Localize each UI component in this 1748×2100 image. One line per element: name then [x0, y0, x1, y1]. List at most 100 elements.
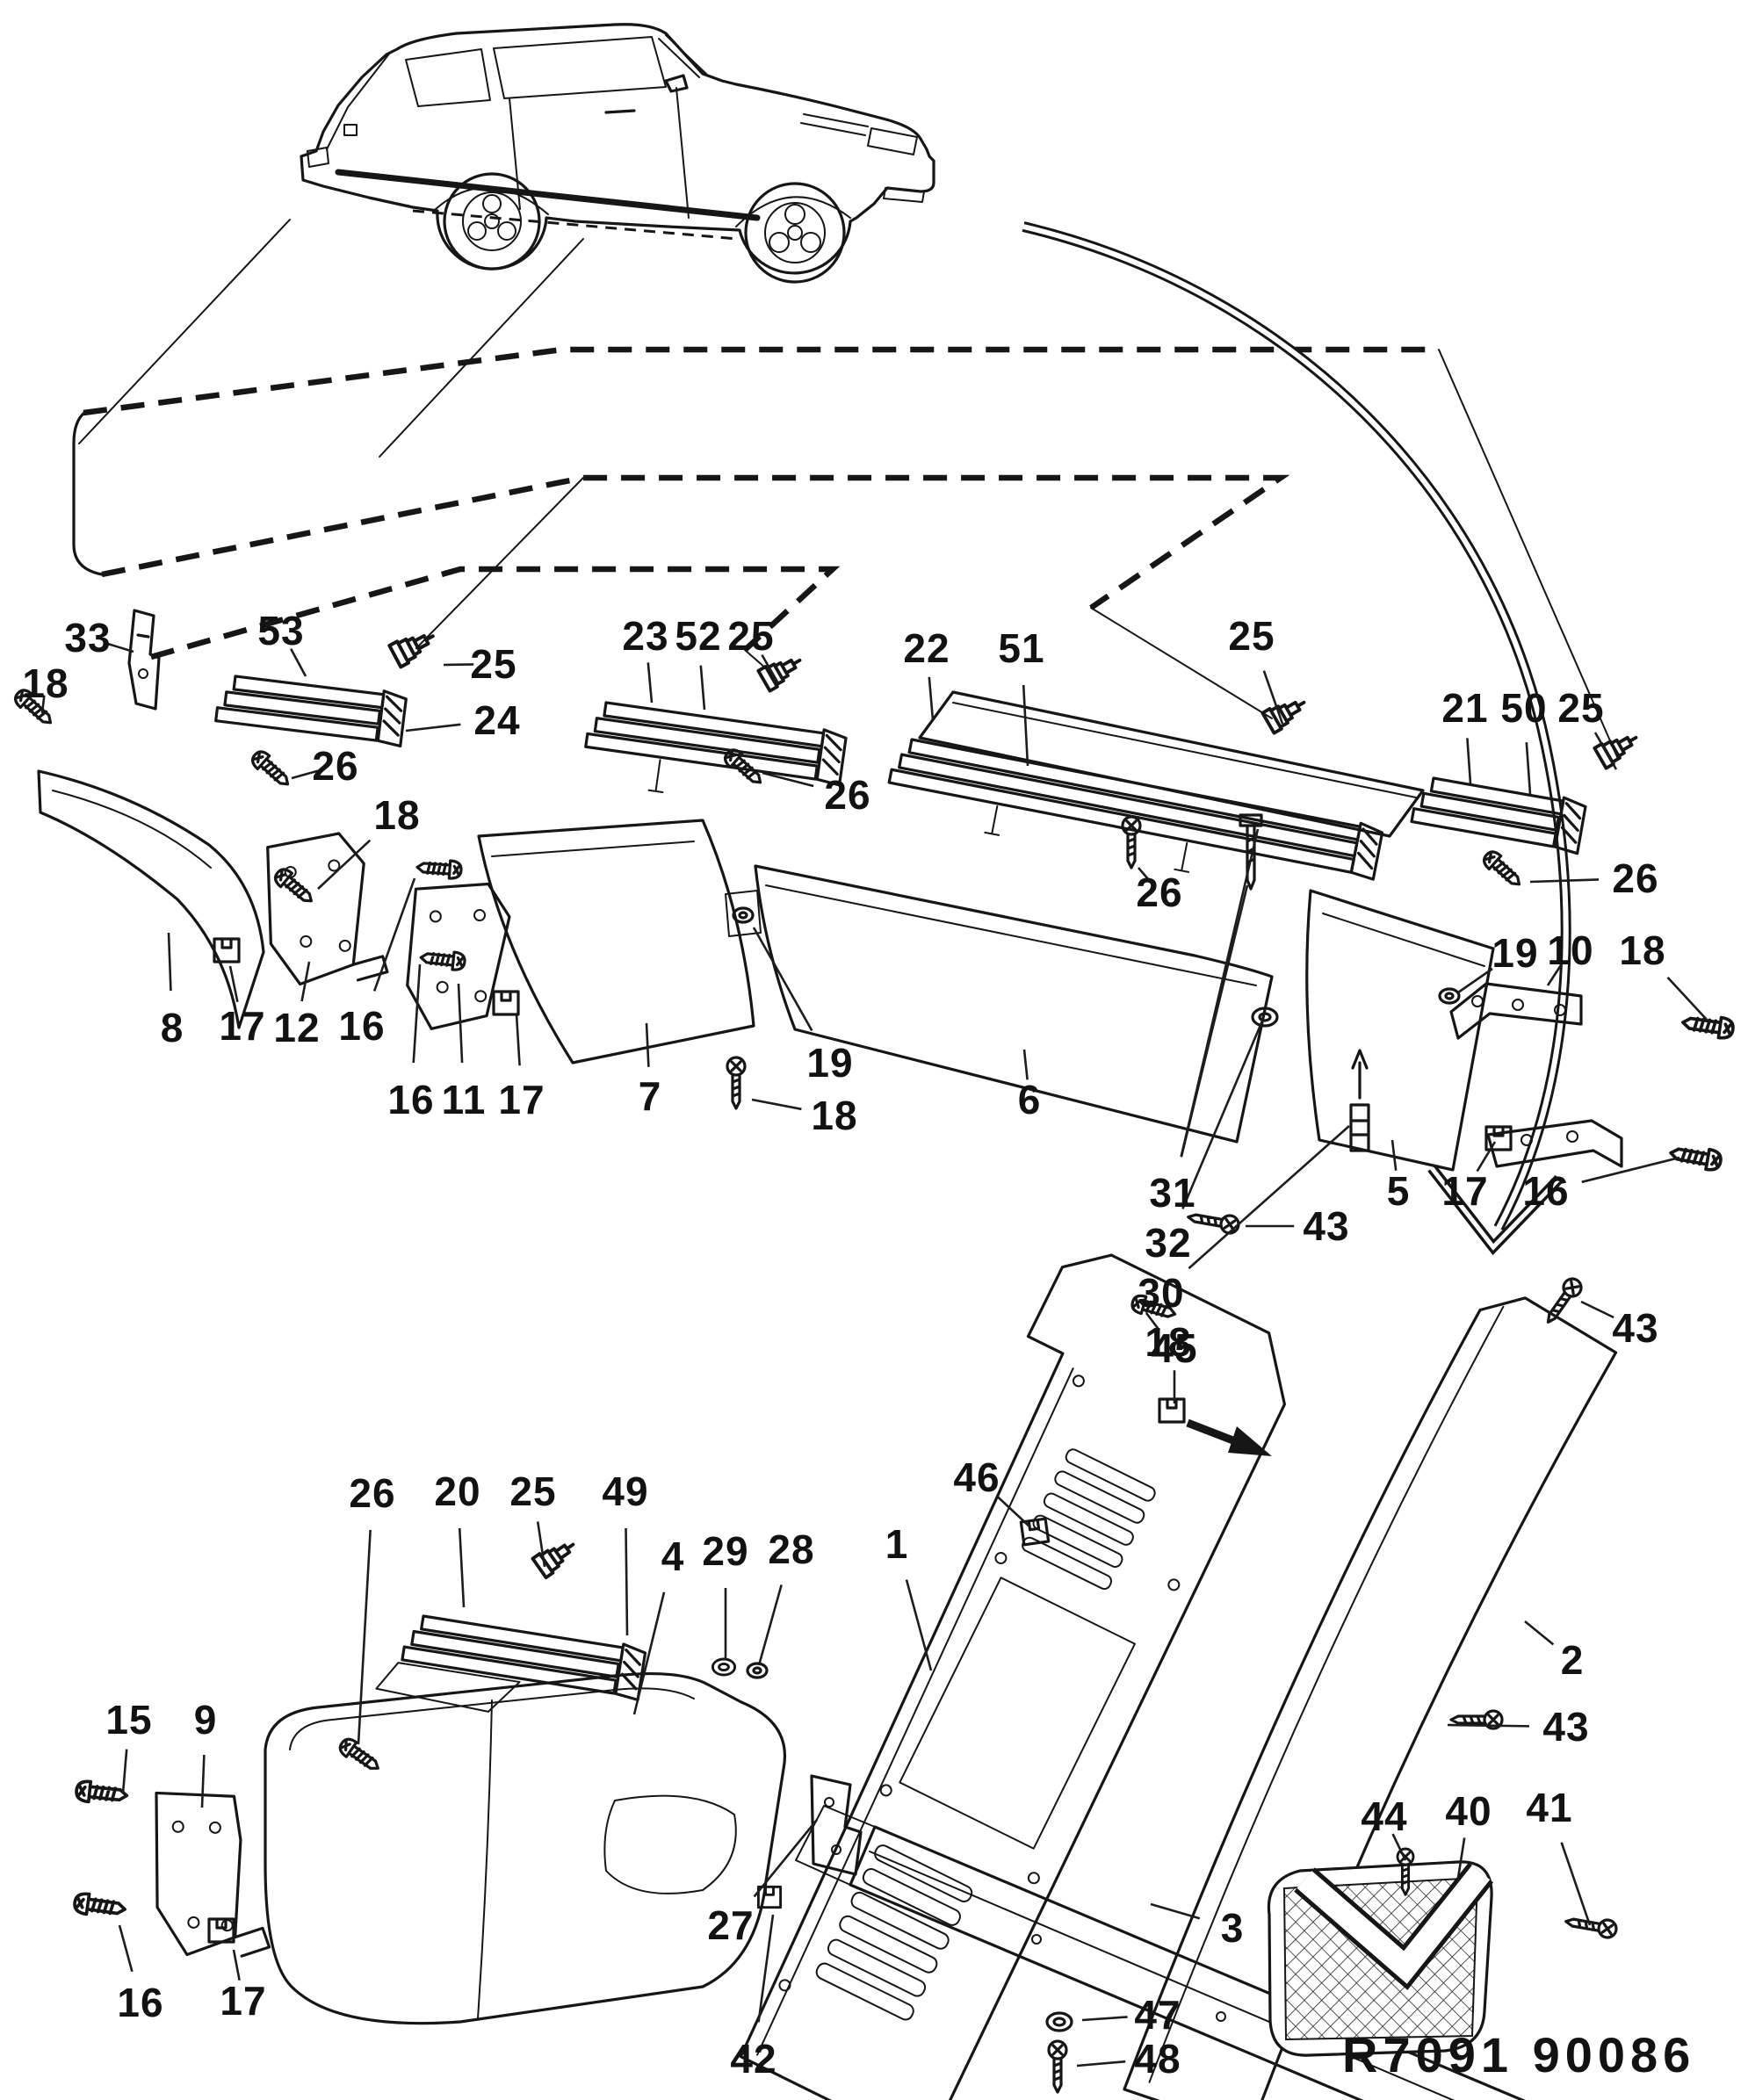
part-callout-53: 53	[257, 608, 305, 653]
part-callout-18: 18	[373, 792, 421, 838]
part-callout-45: 45	[1151, 1325, 1198, 1371]
mounting-plate-11	[406, 882, 511, 1030]
part-callout-7: 7	[638, 1073, 662, 1119]
leader-line	[515, 1014, 521, 1066]
part-callout-9: 9	[193, 1697, 218, 1743]
leader-line	[372, 877, 416, 992]
leader-line	[752, 927, 813, 1032]
leader-line	[1022, 1049, 1029, 1080]
leader-line	[762, 771, 814, 788]
leader-line	[646, 662, 654, 704]
leader-line	[1145, 1312, 1161, 1331]
part-callout-18: 18	[1145, 1319, 1192, 1365]
leader-line	[300, 961, 311, 1002]
leader-line	[1150, 1902, 1201, 1920]
clip-33	[127, 609, 161, 711]
part-callout-20: 20	[434, 1469, 481, 1514]
leader-line	[232, 1949, 241, 1981]
leader-line	[699, 665, 706, 711]
part-callout-25: 25	[1557, 685, 1605, 731]
spoiler-inner-panel-1	[739, 1253, 1287, 2100]
part-callout-16: 16	[117, 1980, 164, 2025]
leader-line	[1666, 976, 1708, 1021]
part-callout-43: 43	[1303, 1203, 1350, 1249]
leader-line	[118, 1924, 134, 1973]
part-callout-18: 18	[811, 1093, 858, 1138]
protective-strip-51	[918, 690, 1425, 838]
leader-line	[1081, 2016, 1128, 2022]
mounting-plate-9	[155, 1791, 271, 1958]
leader-line	[1560, 1842, 1592, 1926]
leader-line	[317, 839, 372, 890]
part-callout-30: 30	[1138, 1270, 1185, 1316]
part-callout-41: 41	[1526, 1785, 1573, 1830]
leader-line	[290, 648, 307, 677]
bolt-31-icon	[1239, 813, 1263, 891]
part-callout-25: 25	[727, 613, 775, 659]
leader-line	[1390, 1139, 1398, 1171]
leader-line	[1593, 732, 1618, 770]
part-callout-12: 12	[273, 1005, 321, 1050]
leader-line	[1529, 878, 1600, 884]
part-callout-33: 33	[64, 615, 112, 660]
leader-line	[167, 932, 172, 992]
part-callout-16: 16	[338, 1003, 386, 1049]
leader-line	[997, 1496, 1030, 1527]
leader-line	[905, 1579, 933, 1671]
leader-line	[751, 1098, 802, 1111]
part-callout-44: 44	[1361, 1793, 1408, 1839]
part-callout-21: 21	[1441, 685, 1489, 731]
part-callout-49: 49	[602, 1469, 649, 1514]
part-callout-25: 25	[470, 641, 517, 687]
part-callout-25: 25	[509, 1469, 557, 1514]
leader-line	[357, 1529, 372, 1745]
part-callout-17: 17	[220, 1978, 267, 2024]
leader-line	[228, 965, 239, 1003]
part-callout-43: 43	[1612, 1305, 1659, 1351]
part-callout-22: 22	[903, 625, 950, 671]
bracket-10	[1449, 982, 1583, 1040]
leader-line	[457, 983, 464, 1064]
molding-8	[37, 769, 265, 1029]
part-callout-10: 10	[1547, 927, 1594, 973]
part-callout-26: 26	[312, 743, 359, 789]
bracket-27	[810, 1774, 863, 1876]
bumper-end-cap-4	[264, 1671, 786, 2025]
retainer-rail-21-50	[1410, 776, 1587, 855]
molding-5	[1305, 889, 1495, 1172]
part-callout-46: 46	[953, 1454, 1000, 1500]
figure-code: R7091 90086	[1342, 2027, 1696, 2082]
leader-line	[405, 723, 461, 732]
leader-line	[1476, 1141, 1497, 1173]
leader-line	[1447, 1723, 1530, 1728]
part-callout-48: 48	[1134, 2036, 1181, 2082]
part-callout-18: 18	[22, 660, 69, 706]
part-callout-50: 50	[1500, 685, 1548, 731]
part-callout-3: 3	[1220, 1905, 1245, 1951]
leader-line	[757, 1584, 783, 1666]
leader-line	[458, 1527, 466, 1608]
leader-line	[40, 695, 46, 714]
leader-line	[200, 1754, 206, 1808]
car-side-molding-strip	[335, 169, 761, 221]
leader-line	[121, 1749, 128, 1794]
part-callout-2: 2	[1560, 1637, 1585, 1683]
part-callout-31: 31	[1149, 1170, 1196, 1216]
part-callout-29: 29	[702, 1528, 749, 1574]
leader-line	[1524, 1620, 1555, 1646]
leader-line	[645, 1022, 650, 1067]
part-callout-26: 26	[824, 772, 871, 818]
part-callout-27: 27	[707, 1902, 755, 1948]
retainer-rail-22	[887, 738, 1384, 881]
part-callout-28: 28	[768, 1526, 815, 1572]
leader-line	[1391, 1833, 1407, 1861]
leader-line	[1138, 867, 1152, 884]
retainer-rail-53	[214, 675, 408, 748]
part-callout-17: 17	[219, 1003, 266, 1049]
part-callout-16: 16	[1522, 1168, 1570, 1214]
leader-line	[1180, 828, 1260, 1158]
leader-line	[1466, 738, 1472, 784]
leader-line	[1457, 967, 1493, 994]
